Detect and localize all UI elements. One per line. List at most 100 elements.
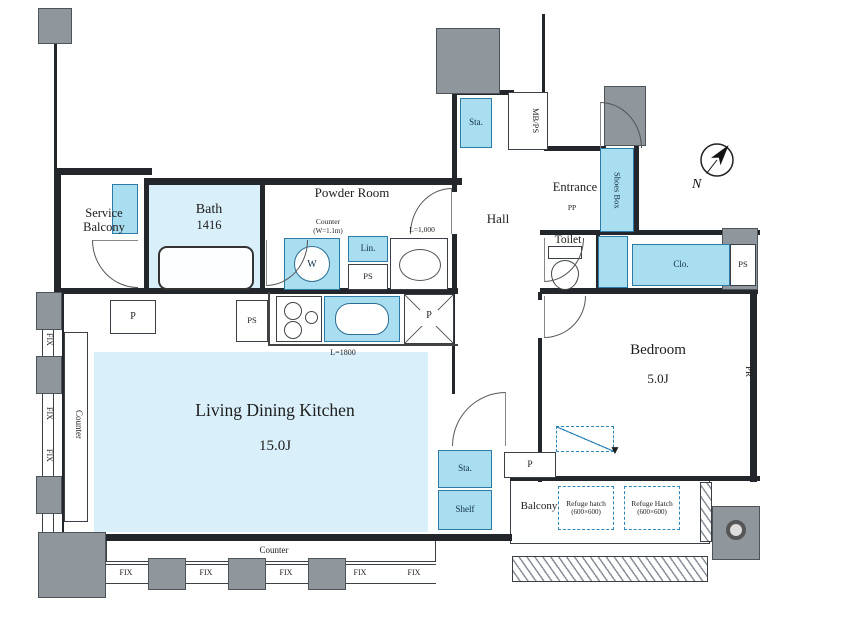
wall-entrance-top xyxy=(544,146,606,151)
pillar-bottom-1 xyxy=(148,558,186,590)
compass-icon: N xyxy=(691,143,734,192)
shoes-box: Shoes Box xyxy=(600,148,634,232)
stove xyxy=(276,296,322,342)
refuge-hatch-1: Refuge hatch (600×600) xyxy=(558,486,614,530)
pipe-space-left: P xyxy=(110,300,156,334)
fix-label-bottom-5: FIX xyxy=(407,568,421,577)
wall-entrance-outer-riser xyxy=(542,14,545,94)
wall-balcony-bath xyxy=(144,180,149,292)
service-balcony-door-arc xyxy=(92,240,138,288)
wall-toilet-top xyxy=(540,230,760,235)
bottom-window-strip xyxy=(106,564,436,584)
counter-dim-title: Counter xyxy=(315,217,341,226)
shelf: Shelf xyxy=(438,490,492,530)
service-balcony-label: Service Balcony xyxy=(83,206,125,235)
fix-label-bottom-1: FIX xyxy=(119,568,133,577)
hall-label: Hall xyxy=(486,211,510,226)
pillar-top-center xyxy=(436,28,500,94)
bath-label: Bath xyxy=(195,202,223,217)
shoes-box-label: Shoes Box xyxy=(612,171,623,209)
counter-bottom-label: Counter xyxy=(259,545,289,555)
wall-powder-hall-lower xyxy=(452,234,457,292)
pillar-bottom-3 xyxy=(308,558,346,590)
toilet-cabinet xyxy=(598,236,628,288)
wall-ldk-bedroom xyxy=(538,338,542,482)
vanity xyxy=(390,238,448,290)
fix-label-bottom-2: FIX xyxy=(199,568,213,577)
shelf-label: Shelf xyxy=(455,504,475,515)
wall-ldk-bottom-right xyxy=(436,534,512,541)
wall-top-service-balcony xyxy=(54,168,152,175)
bedroom-label: Bedroom xyxy=(630,342,686,358)
bath-size: 1416 xyxy=(196,218,222,233)
ldk-floor xyxy=(94,352,428,532)
kitchen-counter-front xyxy=(268,344,458,346)
toilet-label: Toilet xyxy=(554,234,582,246)
burner-icon xyxy=(284,302,302,320)
compass-n-label: N xyxy=(691,177,702,192)
balcony-outer-wall xyxy=(512,556,708,582)
wall-powder-hall-upper xyxy=(452,94,457,192)
refuge-hatch-1-title: Refuge hatch xyxy=(566,498,606,508)
fix-label-bottom-3: FIX xyxy=(279,568,293,577)
wall-top-main xyxy=(144,178,462,185)
wall-balcony-top xyxy=(510,476,760,481)
storage-hall-top-label: Sta. xyxy=(469,117,483,128)
pr-label: PR xyxy=(744,366,754,378)
fix-label-left-1: FIX xyxy=(45,332,54,346)
refuge-hatch-2: Refuge Hatch (600×600) xyxy=(624,486,680,530)
burner-icon xyxy=(305,311,318,324)
pillar-bottom-left xyxy=(38,532,106,598)
ps-closet: PS xyxy=(730,244,756,286)
storage-hall-top: Sta. xyxy=(460,98,492,148)
pillar-left-3 xyxy=(36,476,62,514)
washer-pan: W xyxy=(284,238,340,290)
storage-ldk-label: Sta. xyxy=(458,463,472,474)
wall-bath-powder xyxy=(260,180,265,292)
fix-label-bottom-4: FIX xyxy=(353,568,367,577)
ldk-size: 15.0J xyxy=(258,438,292,454)
wall-bedroom-door-jamb xyxy=(538,292,542,300)
left-window-strip xyxy=(42,296,54,532)
wall-left-upper xyxy=(54,168,61,294)
vanity-sink-icon xyxy=(399,249,441,281)
refuge-hatch-2-sub: (600×600) xyxy=(637,508,667,517)
pillar-left-2 xyxy=(36,356,62,394)
counter-left-label: Counter xyxy=(74,409,84,439)
wall-entrance-right xyxy=(634,146,639,234)
counter-dim-sub: (W=1.1m) xyxy=(313,226,343,235)
slop-sink xyxy=(112,184,138,234)
fix-label-left-3: FIX xyxy=(45,448,54,462)
wall-ldk-bottom xyxy=(60,534,438,541)
wall-left-inner-line xyxy=(62,294,64,538)
dashed-box-diagonal xyxy=(557,427,613,451)
closet: Clo. xyxy=(632,244,730,286)
storage-ldk: Sta. xyxy=(438,450,492,488)
linen-cabinet: Lin. xyxy=(348,236,388,262)
mb-ps-shaft xyxy=(508,92,548,150)
fix-label-left-2: FIX xyxy=(45,406,54,420)
wall-separator-main xyxy=(60,288,458,294)
linen-label: Lin. xyxy=(360,243,376,254)
wall-bedroom-top xyxy=(540,288,758,294)
wall-right-outer xyxy=(750,230,757,482)
kitchen-sink-counter xyxy=(324,296,400,342)
powder-room-label: Powder Room xyxy=(314,185,390,200)
closet-label: Clo. xyxy=(673,259,689,270)
pp-label: PP xyxy=(567,203,577,212)
pantry-label: P xyxy=(420,310,438,326)
pillar-left-1 xyxy=(36,292,62,330)
l1800-label: L=1800 xyxy=(330,348,356,357)
bedroom-size: 5.0J xyxy=(647,371,669,386)
washer-label: W xyxy=(307,258,317,270)
l1000-label: L=1,000 xyxy=(409,225,435,234)
mb-ps-label: MB/PS xyxy=(531,108,541,134)
bath-label-group: Bath 1416 xyxy=(174,202,244,240)
kitchen-sink-icon xyxy=(335,303,389,335)
refuge-hatch-2-title: Refuge Hatch xyxy=(631,498,673,508)
counter-dim-group: Counter (W=1.1m) xyxy=(292,217,364,238)
pillar-top-left xyxy=(38,8,72,44)
ps-bath: PS xyxy=(236,300,268,342)
pillar-bottom-2 xyxy=(228,558,266,590)
burner-icon xyxy=(284,321,302,339)
